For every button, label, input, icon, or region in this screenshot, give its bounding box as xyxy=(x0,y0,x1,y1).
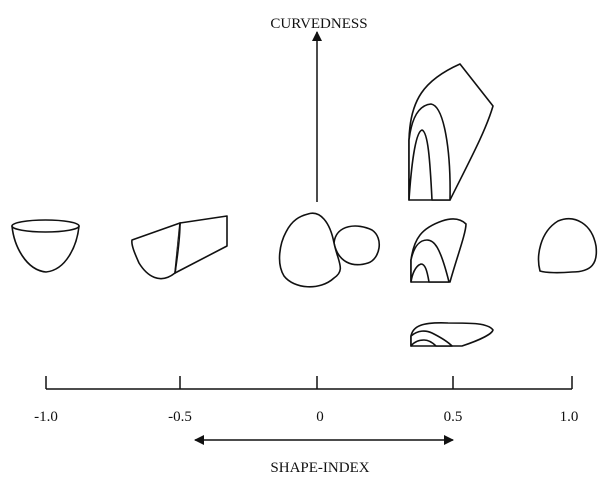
cap-shape xyxy=(537,218,598,274)
ridge-shape-medium xyxy=(410,218,467,283)
saddle-shape xyxy=(278,212,380,288)
tick-label: 1.0 xyxy=(560,409,579,425)
ridge-shape-large xyxy=(408,63,494,201)
rut-shape xyxy=(131,215,228,280)
tick-label: -1.0 xyxy=(34,409,58,425)
curvedness-label: CURVEDNESS xyxy=(270,16,367,32)
cup-shape xyxy=(11,219,80,273)
shape-index-label: SHAPE-INDEX xyxy=(270,460,369,476)
tick-label: 0.5 xyxy=(444,409,463,425)
ridge-shape-small xyxy=(410,322,494,347)
shape-index-axis: -1.0 -0.5 0 0.5 1.0 xyxy=(34,376,578,425)
tick-label: -0.5 xyxy=(168,409,192,425)
tick-label: 0 xyxy=(316,409,324,425)
